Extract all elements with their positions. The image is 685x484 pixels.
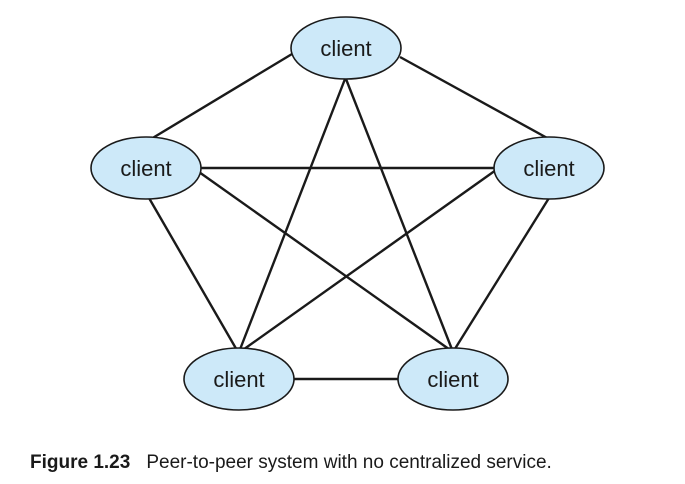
client-node-left: client — [90, 136, 202, 200]
edge-top-to-left — [150, 52, 293, 141]
edge-top-to-bottom-right — [344, 78, 455, 353]
client-ellipse — [90, 136, 202, 200]
connection-lines — [147, 52, 551, 381]
client-label: client — [427, 367, 478, 392]
client-node-bottom-right: client — [397, 347, 509, 411]
client-label: client — [213, 367, 264, 392]
figure-number: Figure 1.23 — [30, 452, 131, 473]
figure-caption: Figure 1.23 Peer-to-peer system with no c… — [30, 452, 552, 474]
client-label: client — [523, 156, 574, 181]
client-ellipse — [183, 347, 295, 411]
edge-top-to-right — [399, 55, 550, 141]
client-nodes: client client client client client — [90, 16, 605, 411]
client-label: client — [120, 156, 171, 181]
client-ellipse — [493, 136, 605, 200]
edge-right-to-bottom-left — [239, 169, 497, 353]
edge-top-to-bottom-left — [237, 78, 347, 353]
client-label: client — [320, 36, 371, 61]
client-node-bottom-left: client — [183, 347, 295, 411]
client-ellipse — [290, 16, 402, 80]
edge-right-to-bottom-right — [451, 197, 551, 353]
client-node-right: client — [493, 136, 605, 200]
client-ellipse — [397, 347, 509, 411]
figure-caption-text: Peer-to-peer system with no centralized … — [146, 452, 552, 473]
peer-to-peer-diagram: client client client client client — [90, 16, 605, 411]
edge-left-to-bottom-left — [147, 197, 240, 353]
edge-left-to-bottom-right — [198, 171, 454, 353]
client-node-top: client — [290, 16, 402, 80]
